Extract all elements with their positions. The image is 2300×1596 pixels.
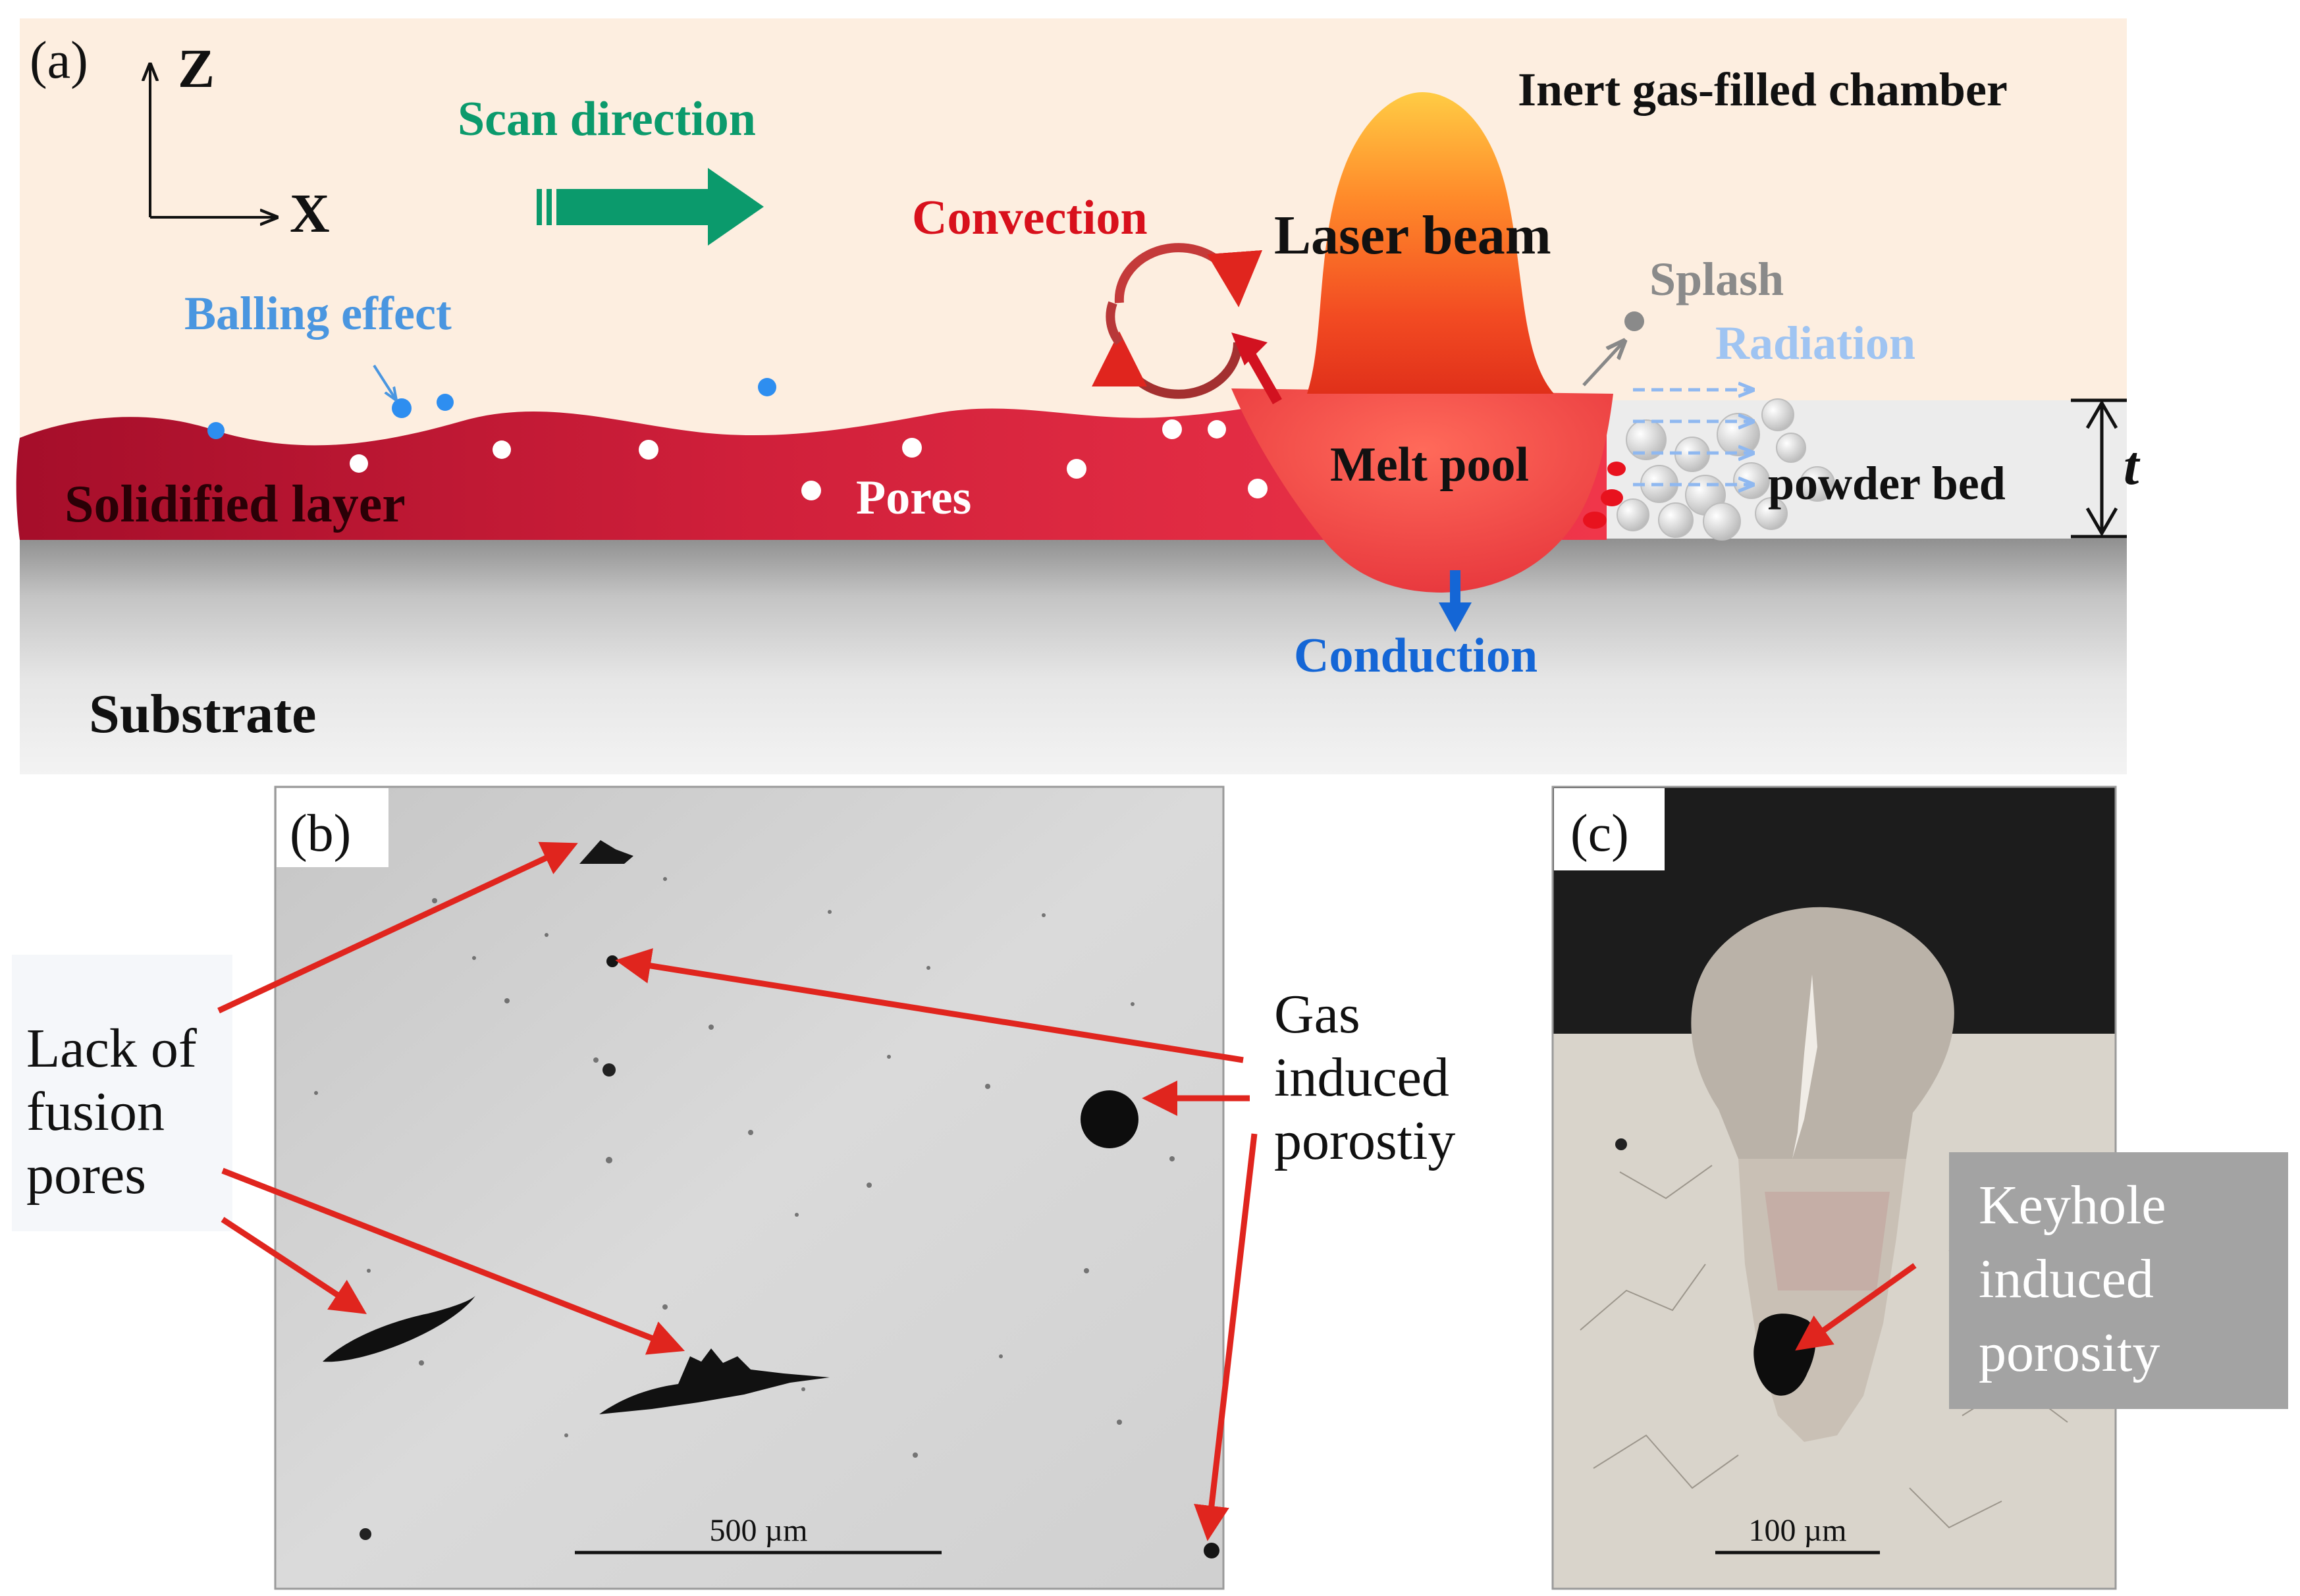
splash-label: Splash (1649, 253, 1784, 306)
scale-bar-b-label: 500 µm (710, 1513, 808, 1548)
conduction-label: Conduction (1294, 629, 1538, 683)
pores-dots (350, 419, 1268, 500)
keyhole-line2: induced (1979, 1248, 2154, 1310)
gas-pore-large (1081, 1090, 1138, 1148)
powder-bed-label: powder bed (1768, 457, 2006, 510)
micrograph-b-speckles (314, 877, 1175, 1458)
pore-mid (602, 1063, 616, 1077)
panel-b-annotation-arrows (217, 841, 1258, 1541)
lack-of-fusion-box (12, 955, 232, 1231)
balling-arrow (373, 364, 395, 398)
micrograph-b (275, 787, 1223, 1589)
laser-beam-label: Laser beam (1274, 205, 1551, 266)
substrate-label: Substrate (89, 683, 316, 745)
radiation-arrows (1633, 390, 1752, 485)
panel-c-label: (c) (1570, 805, 1629, 863)
splash-arrow (1582, 342, 1623, 386)
substrate (20, 537, 2127, 774)
axis-z-label: Z (178, 38, 215, 99)
lack-of-fusion-line2: fusion (26, 1081, 165, 1142)
laser-beam (1307, 92, 1554, 394)
radiation-label: Radiation (1715, 317, 1915, 369)
conduction-arrow (1439, 570, 1472, 632)
lack-of-fusion-line1: Lack of (26, 1018, 197, 1079)
scale-bar-c-label: 100 µm (1749, 1513, 1847, 1548)
gas-induced-line2: induced (1274, 1047, 1449, 1108)
thickness-indicator (2071, 398, 2127, 539)
gas-induced-line1: Gas (1274, 984, 1360, 1045)
keyhole-label-box (1949, 1152, 2288, 1409)
solidified-layer-label: Solidified layer (65, 475, 406, 533)
scan-direction-label: Scan direction (458, 92, 756, 146)
keyhole-line1: Keyhole (1979, 1175, 2166, 1236)
spatter-droplets (1583, 462, 1626, 529)
lack-of-fusion-pore-left (323, 1296, 475, 1362)
small-defect (1615, 1138, 1627, 1150)
balling-effect-label: Balling effect (184, 287, 452, 340)
panel-a: (a) Z X Scan direction Inert gas-filled … (16, 18, 2141, 774)
splash-droplet (1624, 311, 1644, 331)
lack-of-fusion-line3: pores (26, 1144, 146, 1206)
convection-label: Convection (912, 191, 1148, 245)
panel-b-label-box (277, 788, 388, 867)
gas-pore-corner (1204, 1543, 1219, 1558)
pores-label: Pores (856, 471, 971, 525)
weld-tint (1765, 1192, 1890, 1290)
weld-crown (1691, 907, 1954, 1159)
convection-cycle-icon (1092, 243, 1262, 399)
lack-of-fusion-pore-top (579, 840, 633, 864)
micrograph-b-border (274, 785, 1225, 1590)
panel-c-label-box (1554, 788, 1665, 870)
gas-induced-line3: porostiy (1274, 1110, 1455, 1171)
panel-b: 500 µm (b) Lack of fusion pores Gas indu… (12, 785, 1455, 1590)
pore-bottom-left (360, 1528, 371, 1540)
melt-pool-label: Melt pool (1330, 438, 1529, 492)
lack-of-fusion-pore-center (599, 1348, 830, 1414)
keyhole-line3: porosity (1979, 1322, 2160, 1383)
keyhole-arrow (1795, 1263, 1917, 1351)
scan-direction-arrow (537, 168, 764, 246)
panel-a-label: (a) (30, 32, 88, 90)
chamber-label: Inert gas-filled chamber (1518, 63, 2008, 116)
keyhole-channel (1792, 974, 1817, 1159)
axes-icon (150, 65, 277, 217)
convection-arrow (1231, 332, 1282, 404)
thickness-label: t (2124, 435, 2141, 496)
panel-b-label: (b) (290, 805, 351, 863)
axis-x-label: X (290, 183, 330, 244)
gas-pore-small (606, 955, 618, 967)
melt-pool (1231, 388, 1613, 593)
panel-c: 100 µm (c) Keyhole induced porosity (1551, 785, 2288, 1590)
